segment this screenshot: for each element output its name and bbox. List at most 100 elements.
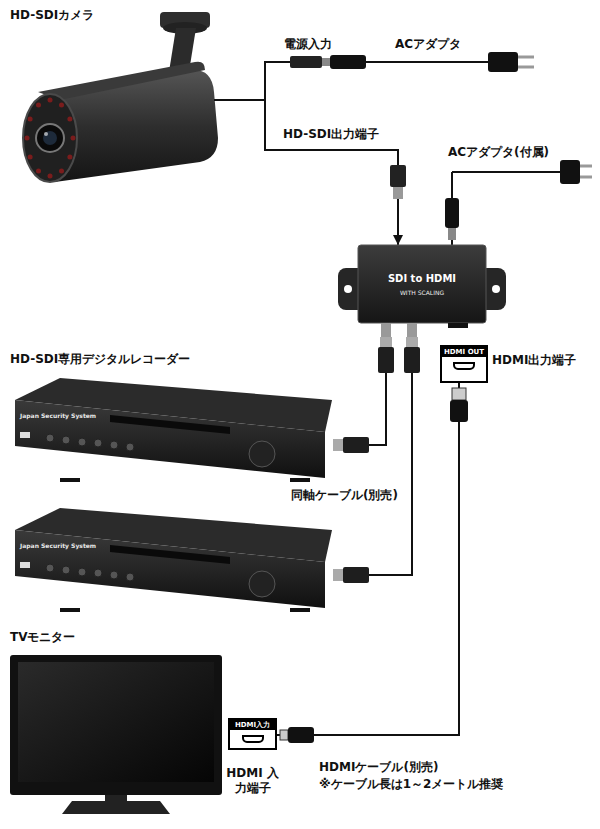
node-subtext: HDMI 入力端子: [225, 766, 281, 796]
converter-drawing: [448, 323, 468, 328]
power-plug-drawing: [290, 56, 322, 68]
converter-drawing: [344, 285, 352, 293]
recorder-drawing: [126, 443, 134, 451]
recorder-drawing: [343, 437, 369, 453]
power-plug-drawing: [322, 58, 330, 66]
camera-drawing: [38, 62, 205, 100]
tv-drawing: [62, 801, 170, 814]
port-icon: [242, 735, 264, 743]
recorder-drawing: [15, 378, 369, 482]
adapter-plug-drawing: [448, 228, 456, 240]
recorder-drawing: [78, 438, 86, 446]
node-subtext: Japan Security System: [20, 412, 96, 420]
camera-drawing: [23, 94, 77, 182]
node-title: TVモニター: [10, 630, 75, 645]
camera-drawing: [36, 103, 41, 108]
cable-line: [333, 323, 386, 445]
recorder-drawing: [333, 439, 343, 451]
power-plug-drawing: [518, 66, 534, 69]
converter-drawing: [380, 337, 392, 347]
tv-monitor: TVモニター: [8, 628, 226, 818]
recorder-drawing: [249, 441, 275, 467]
tv-drawing: [105, 795, 127, 802]
edge-label: HD-SDI出力端子: [282, 127, 380, 142]
recorder-drawing: [94, 439, 102, 447]
recorder-drawing: [290, 478, 310, 482]
port-callout: HDMI OUTHDMI出力端子: [440, 345, 488, 383]
hdmi-plug-drawing: [280, 730, 288, 740]
camera-drawing: [67, 117, 72, 122]
node-title: HD-SDI専用デジタルレコーダー: [10, 352, 190, 367]
hdmi-plug-drawing: [452, 388, 466, 400]
bnc-plug-drawing: [390, 165, 406, 187]
recorder-drawing: [20, 432, 30, 438]
camera-drawing: [28, 117, 33, 122]
tv-drawing: [10, 655, 222, 814]
power-plug-drawing: [390, 61, 490, 63]
converter-drawing: [492, 285, 500, 293]
tv-drawing: [18, 662, 214, 782]
adapter-plug-drawing: [560, 160, 580, 184]
power-plug-drawing: [290, 52, 534, 72]
cable-line: [333, 323, 412, 575]
ac-adapter: ACアダプタ: [390, 34, 540, 84]
cable-line: [265, 62, 390, 100]
node-title: Japan Security System: [20, 542, 96, 550]
node-subtext: WITH SCALING: [400, 289, 444, 297]
hdmi-plug-drawing: [450, 400, 468, 422]
adapter-plug-drawing: [445, 198, 459, 228]
converter-drawing: [407, 323, 417, 337]
power-plug-drawing: [488, 52, 518, 72]
camera-drawing: [44, 132, 48, 136]
hdmi-plug-drawing: [288, 727, 314, 743]
recorder-drawing: [110, 415, 230, 434]
adapter-plug-drawing: [445, 160, 592, 240]
camera-drawing: [71, 136, 76, 141]
recorder-unit: Japan Security System: [8, 505, 333, 620]
camera-unit: HD-SDIカメラ: [8, 5, 265, 190]
node-title: ACアダプタ: [395, 37, 461, 52]
converter-drawing: [358, 245, 486, 323]
adapter-plug-drawing: [451, 172, 453, 190]
converter-drawing: [378, 347, 394, 373]
camera-drawing: [214, 99, 265, 101]
converter-box: SDI to HDMI WITH SCALING: [358, 245, 486, 323]
node-title: HD-SDIカメラ: [10, 8, 94, 23]
note-label: ※ケーブル長は1～2メートル推奨: [318, 777, 504, 792]
node-title: SDI to HDMI: [388, 273, 456, 285]
camera-drawing: [48, 174, 53, 179]
converter-drawing: [404, 347, 420, 373]
camera-drawing: [43, 131, 57, 145]
node-title: ACアダプタ(付属): [448, 145, 549, 160]
recorder-drawing: [46, 434, 54, 442]
node-title: HDMI OUT: [442, 347, 486, 357]
recorder-drawing: [62, 436, 70, 444]
power-plug-drawing: [518, 56, 534, 59]
recorder-drawing: [15, 400, 325, 478]
camera-drawing: [36, 124, 64, 152]
edge-label: 電源入力: [283, 37, 333, 52]
recorder-drawing: [15, 508, 369, 612]
camera-drawing: [36, 168, 41, 173]
recorder-drawing: [60, 478, 80, 482]
converter-drawing: [381, 323, 391, 337]
port-icon: [453, 362, 475, 370]
ac-adapter: ACアダプタ(付属): [445, 142, 593, 190]
converter-drawing: [338, 245, 506, 373]
camera-drawing: [23, 12, 265, 182]
camera-drawing: [28, 155, 33, 160]
power-plug-drawing: [330, 55, 366, 69]
bnc-plug-drawing: [393, 187, 403, 199]
adapter-plug-drawing: [452, 171, 562, 173]
cable-line: [265, 100, 398, 245]
port-callout: HDMI入力HDMI 入力端子: [228, 718, 277, 750]
node-subtext: HDMI出力端子: [492, 353, 576, 368]
camera-drawing: [59, 168, 64, 173]
camera-drawing: [48, 98, 53, 103]
note-label: HDMIケーブル(別売): [318, 760, 439, 775]
bnc-plug-drawing: [390, 165, 406, 199]
node-title: HDMI入力: [230, 720, 275, 730]
tv-drawing: [10, 655, 222, 795]
camera-drawing: [25, 136, 30, 141]
